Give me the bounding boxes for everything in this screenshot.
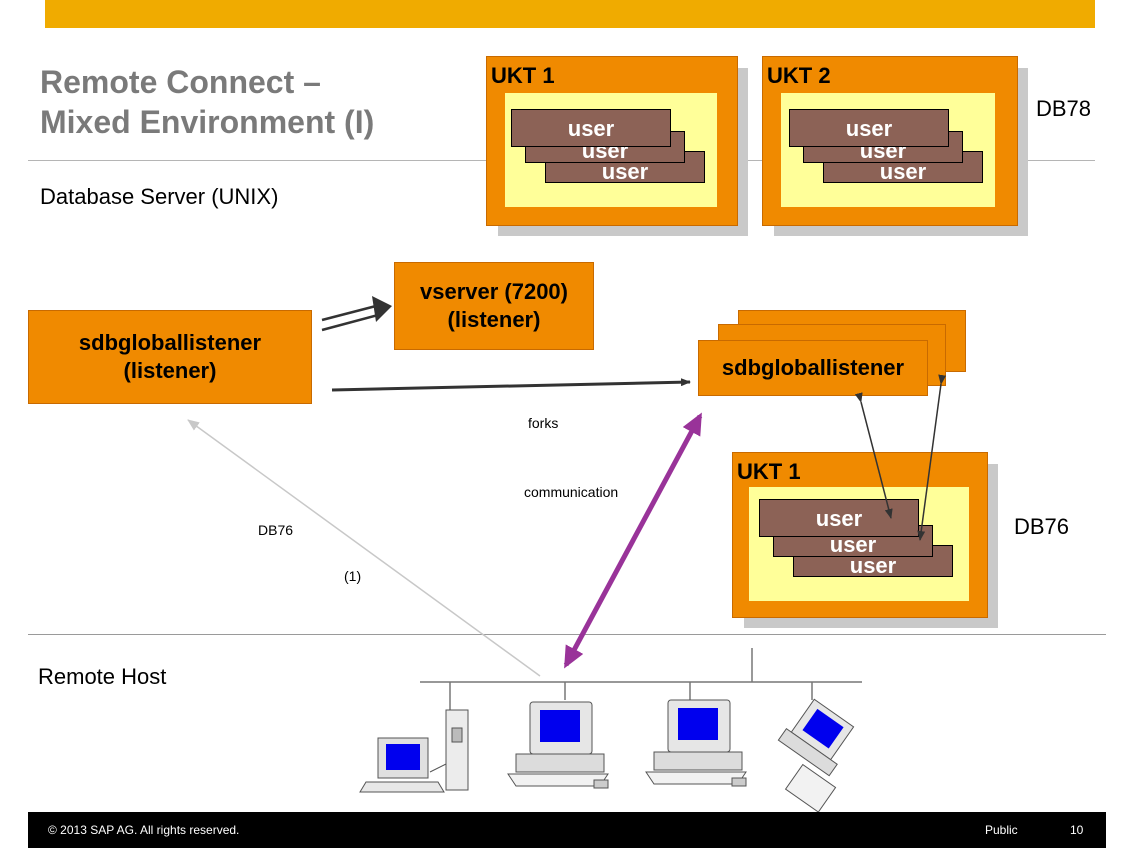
delegate-arrow xyxy=(321,296,392,332)
forked-listener-label: sdbgloballistener xyxy=(721,355,905,380)
page-title: Remote Connect – Mixed Environment (I) xyxy=(40,62,374,142)
title-line-1: Remote Connect – xyxy=(40,64,321,100)
ukt-work-area: user user user xyxy=(781,93,995,207)
global-listener-box: sdbgloballistener (listener) xyxy=(28,310,312,404)
user-task-1: user xyxy=(789,109,949,147)
listener-user-link-2 xyxy=(917,374,947,541)
db76-request-label: DB76 xyxy=(258,522,294,538)
vserver-line-1: vserver (7200) xyxy=(419,279,568,304)
page-number: 10 xyxy=(1070,823,1084,837)
workstation-icon-1 xyxy=(507,701,609,789)
ukt-label: UKT 1 xyxy=(491,63,555,88)
forked-listener-box: sdbgloballistener xyxy=(698,340,928,396)
vserver-line-2: (listener) xyxy=(447,307,541,332)
title-line-2: Mixed Environment (I) xyxy=(40,104,375,140)
communication-arrow xyxy=(563,412,703,669)
listener-line-2: (listener) xyxy=(123,358,217,383)
footer-bar: © 2013 SAP AG. All rights reserved. Publ… xyxy=(28,812,1106,848)
db76-label: DB76 xyxy=(1014,514,1070,539)
vserver-box: vserver (7200) (listener) xyxy=(394,262,594,350)
db78-label: DB78 xyxy=(1036,96,1092,121)
server-section-label: Database Server (UNIX) xyxy=(40,184,279,209)
step-label: (1) xyxy=(344,568,362,584)
db78-ukt2: UKT 2 user user user xyxy=(762,56,1018,226)
workstation-icon-2 xyxy=(645,699,747,787)
ukt-label: UKT 1 xyxy=(737,459,801,484)
ukt-label: UKT 2 xyxy=(767,63,831,88)
db78-ukt1: UKT 1 user user user xyxy=(486,56,738,226)
user-task-1: user xyxy=(511,109,671,147)
listener-user-link-1 xyxy=(854,392,893,519)
classification-label: Public xyxy=(985,823,1018,837)
terminal-computer-icon xyxy=(359,709,469,793)
brand-bar xyxy=(45,0,1095,28)
forks-label: forks xyxy=(528,415,559,431)
copyright-text: © 2013 SAP AG. All rights reserved. xyxy=(48,823,240,837)
listener-line-1: sdbgloballistener xyxy=(78,330,262,355)
tilted-workstation-icon xyxy=(777,698,855,813)
ukt-work-area: user user user xyxy=(505,93,717,207)
remote-section-label: Remote Host xyxy=(38,664,167,689)
fork-arrow xyxy=(331,378,691,392)
network-bus xyxy=(420,648,862,710)
connect-request-arrow xyxy=(187,419,541,677)
